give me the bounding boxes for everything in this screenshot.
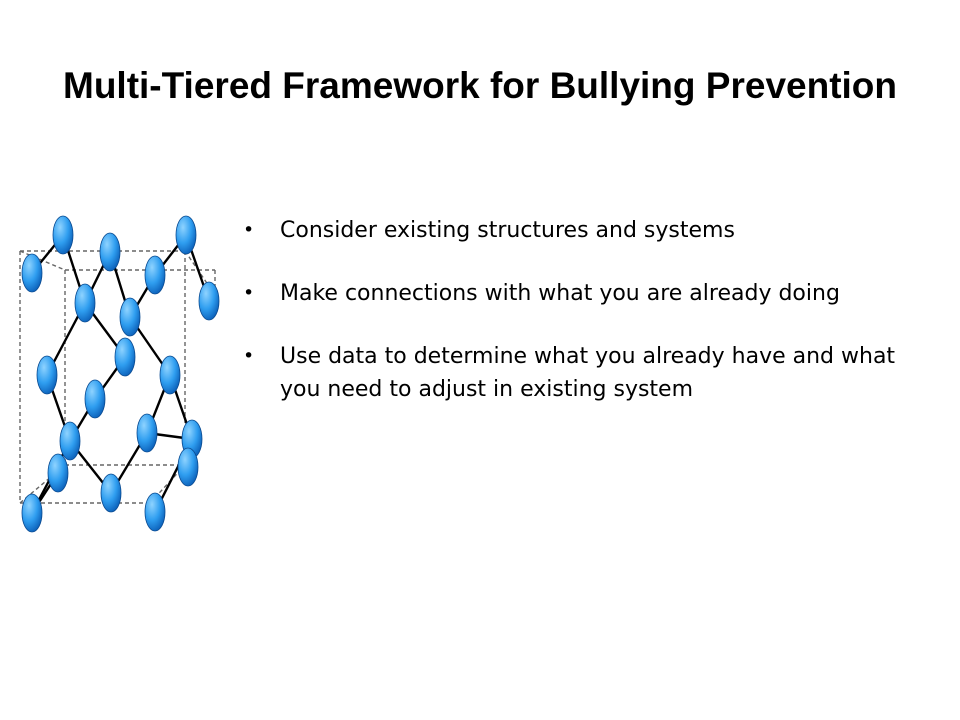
atom [177,447,199,487]
atom [119,297,141,337]
bullet-text: Consider existing structures and systems [280,218,735,243]
atoms [21,215,220,533]
atom [99,232,121,272]
atom [52,215,74,255]
atom [21,253,43,293]
atom [21,493,43,533]
atom [100,473,122,513]
atom [84,379,106,419]
atom [198,281,220,321]
atom [136,413,158,453]
atom [47,453,69,493]
bullet-item: • Make connections with what you are alr… [243,277,913,310]
atom [74,283,96,323]
bullet-list: • Consider existing structures and syste… [243,214,913,436]
bullet-dot-icon: • [243,219,255,241]
crystal-lattice-icon [19,215,220,533]
atom [159,355,181,395]
slide-title: Multi-Tiered Framework for Bullying Prev… [63,65,897,106]
bullet-dot-icon: • [243,345,255,367]
atom [144,492,166,532]
bullet-dot-icon: • [243,282,255,304]
atom [59,421,81,461]
atom [175,215,197,255]
bullet-text: Use data to determine what you already h… [280,344,896,402]
atom [114,337,136,377]
bullet-text: Make connections with what you are alrea… [280,281,840,306]
atom [144,255,166,295]
bullet-item: • Consider existing structures and syste… [243,214,913,247]
atom [36,355,58,395]
bullet-item: • Use data to determine what you already… [243,340,913,406]
